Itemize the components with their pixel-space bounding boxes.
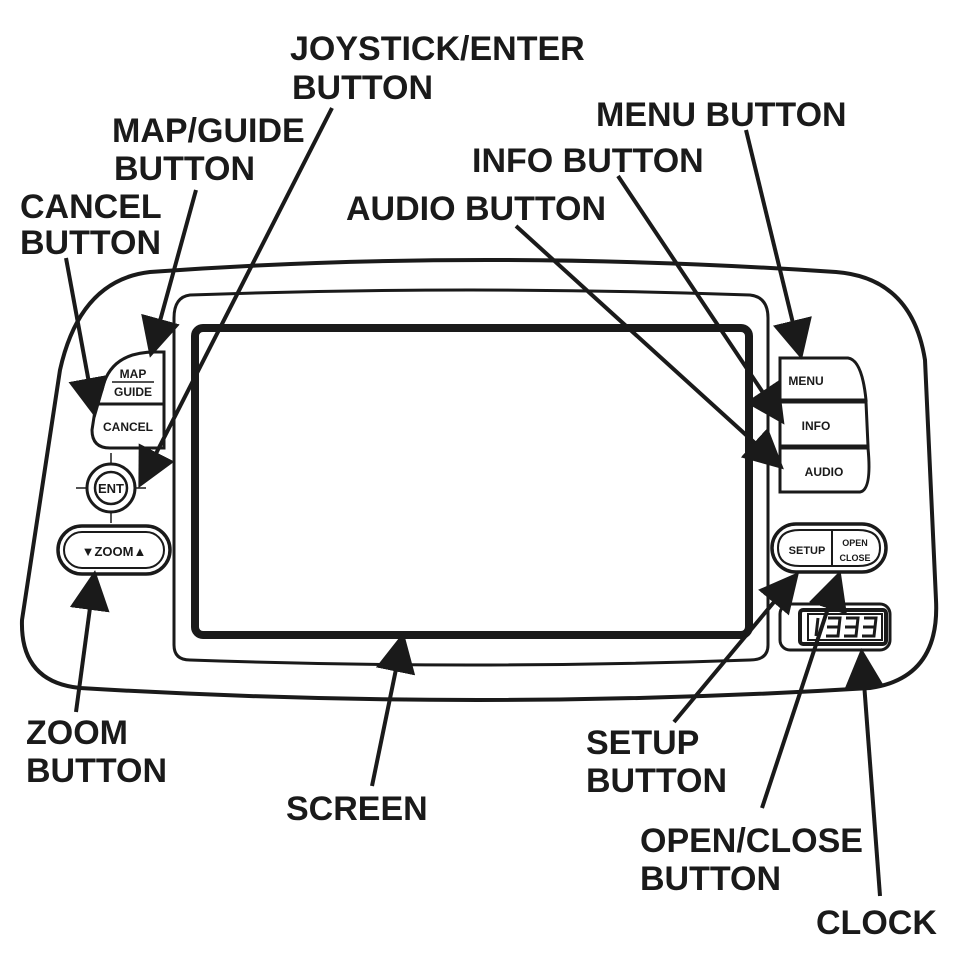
open-label: OPEN	[842, 538, 868, 548]
callout-cancel-line1: CANCEL	[20, 188, 162, 226]
ent-label: ENT	[98, 481, 124, 496]
zoom-label: ▼ZOOM▲	[82, 544, 147, 559]
map-label: MAP	[120, 367, 147, 381]
leader-audio	[514, 224, 784, 470]
callout-clock: CLOCK	[816, 904, 937, 942]
setup-button[interactable]: SETUP	[776, 529, 833, 567]
callout-menu: MENU BUTTON	[596, 96, 847, 134]
info-button[interactable]: INFO	[778, 400, 870, 448]
callout-zoom-line1: ZOOM	[26, 714, 128, 752]
menu-label: MENU	[788, 374, 823, 388]
leader-map-guide	[141, 189, 198, 358]
menu-button[interactable]: MENU	[778, 356, 868, 402]
callout-info: INFO BUTTON	[472, 142, 704, 180]
callout-map-guide-line2: BUTTON	[114, 150, 255, 188]
leader-setup	[672, 571, 800, 724]
zoom-button[interactable]: ▼ZOOM▲	[56, 524, 172, 576]
screen	[191, 324, 753, 639]
clock-display	[778, 602, 892, 652]
leader-cancel	[64, 257, 108, 418]
audio-label: AUDIO	[805, 465, 844, 479]
setup-label: SETUP	[789, 545, 826, 557]
audio-button[interactable]: AUDIO	[778, 446, 871, 494]
joystick-enter-button[interactable]: ENT	[76, 453, 146, 523]
open-close-button[interactable]: OPEN CLOSE	[831, 529, 882, 567]
callout-audio: AUDIO BUTTON	[346, 190, 606, 228]
callout-screen: SCREEN	[286, 790, 428, 828]
cancel-label: CANCEL	[103, 420, 153, 434]
callout-joystick-line2: BUTTON	[292, 69, 433, 107]
leader-clock	[844, 648, 885, 897]
callout-map-guide-line1: MAP/GUIDE	[112, 112, 305, 150]
guide-label: GUIDE	[114, 385, 152, 399]
clock-digits	[814, 616, 878, 638]
callout-open-close-line1: OPEN/CLOSE	[640, 822, 863, 860]
leader-lines	[64, 107, 885, 897]
leader-screen	[370, 632, 416, 787]
callout-cancel-line2: BUTTON	[20, 224, 161, 262]
map-guide-button[interactable]: MAP GUIDE	[93, 350, 166, 406]
leader-open-close	[760, 570, 847, 809]
leader-joystick	[138, 107, 334, 489]
leader-info	[616, 174, 785, 425]
callout-setup-line2: BUTTON	[586, 762, 727, 800]
leader-zoom	[69, 570, 110, 713]
leader-menu	[744, 129, 812, 360]
callout-joystick-line1: JOYSTICK/ENTER	[290, 30, 585, 68]
close-label: CLOSE	[839, 553, 870, 563]
callout-zoom-line2: BUTTON	[26, 752, 167, 790]
info-label: INFO	[802, 419, 831, 433]
cancel-button[interactable]: CANCEL	[90, 402, 166, 450]
callout-setup-line1: SETUP	[586, 724, 699, 762]
callout-open-close-line2: BUTTON	[640, 860, 781, 898]
